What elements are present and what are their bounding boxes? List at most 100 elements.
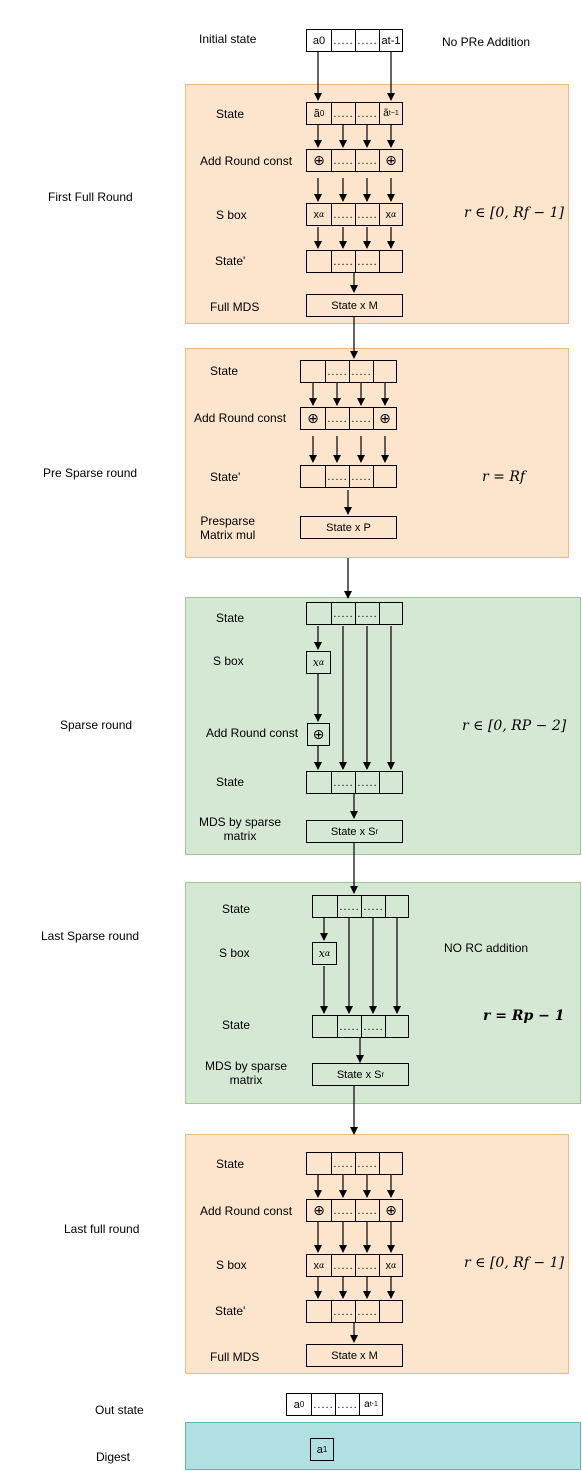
state-prime-label: State' [210,470,241,484]
state-prime-label: State' [215,1304,246,1318]
digest-label: Digest [96,1450,131,1464]
state-label: State [216,1157,245,1171]
state-prime-cell-dots: ..... [331,250,356,273]
state-label: State [222,1018,251,1032]
state-prime-cell [306,1300,332,1323]
state-prime-cell [373,465,397,488]
xor-icon: ⊕ [306,1199,332,1222]
state-label: State [216,107,245,121]
sbox-cell-dots: ..... [355,1254,380,1277]
state-cell-dots: ..... [337,1015,362,1038]
state-prime-cell [300,465,326,488]
state-cell [300,360,326,383]
sparse-round-label: Sparse round [60,718,133,732]
out-state-label: Out state [95,1403,144,1417]
full-mds-box: State x M [306,294,403,317]
state-cell [312,1015,338,1038]
round-range-label: r = Rf [482,469,526,485]
pre-sparse-round-panel [185,348,569,558]
state-label: State [216,611,245,625]
state-cell [312,895,338,918]
sbox-label: S box [213,654,244,668]
add-round-const-label: Add Round const [200,154,293,168]
state-prime-cell [379,1300,403,1323]
round-range-label: r ∈ [0, RP − 2] [462,718,567,734]
add-round-const-label: Add Round const [200,1204,293,1218]
rc-cell-dots: ..... [331,1199,356,1222]
state-cell [306,1152,332,1175]
last-sparse-round-panel [185,882,581,1104]
initial-cell-a0: a0 [306,29,332,52]
sbox-label: S box [216,1258,247,1272]
xor-icon: ⊕ [373,407,397,430]
rc-cell-dots: ..... [355,1199,380,1222]
xor-icon: ⊕ [300,407,326,430]
xor-icon: ⊕ [306,149,332,172]
round-range-label: r ∈ [0, Rf − 1] [464,1255,564,1271]
mds-sparse-label: MDS by sparse matrix [205,1059,288,1087]
state-prime-cell-dots: ..... [355,250,380,273]
sbox-cell-dots: ..... [331,1254,356,1277]
sbox-label: S box [219,946,250,960]
sparse-round-panel [185,597,581,855]
full-mds-label: Full MDS [210,1350,260,1364]
state-cell-dots: ..... [337,895,362,918]
no-rc-addition-label: NO RC addition [444,941,529,955]
state-cell-dots: ..... [361,1015,386,1038]
state-prime-label: State' [215,254,246,268]
round-range-label: r = Rp − 1 [483,1008,565,1024]
initial-cell-dots: ..... [355,29,380,52]
add-round-const-label: Add Round const [206,726,299,740]
state-label: State [216,775,245,789]
digest-panel [185,1422,581,1470]
state-prime-cell [306,250,332,273]
no-pre-addition-label: No PRe Addition [442,35,531,49]
state-prime-cell [379,250,403,273]
state-label: State [222,902,251,916]
rc-cell-dots: ..... [355,149,380,172]
state-cell [385,895,409,918]
state-cell [306,602,332,625]
sbox-cell-dots: ..... [331,203,356,226]
state-cell-dots: ..... [331,1152,356,1175]
state-cell [379,771,403,794]
full-mds-label: Full MDS [210,300,260,314]
state-prime-cell-dots: ..... [331,1300,356,1323]
xor-icon: ⊕ [307,723,330,746]
state-label: State [210,364,239,378]
state-cell-dots: ..... [325,360,350,383]
state-cell-dots: ..... [349,360,374,383]
full-mds-box: State x M [306,1344,403,1367]
sbox-label: S box [216,208,247,222]
initial-cell-at-1: at-1 [379,29,403,52]
sbox-cell-dots: ..... [355,203,380,226]
presparse-label: Presparse Matrix mul [200,514,256,542]
out-cell-dots: ..... [311,1393,336,1416]
initial-state-label: Initial state [199,32,257,46]
rc-cell-dots: ..... [331,149,356,172]
presparse-box: State x P [300,516,397,539]
state-cell [385,1015,409,1038]
state-prime-cell-dots: ..... [355,1300,380,1323]
out-cell-dots: ..... [335,1393,360,1416]
state-cell-dots: ..... [355,102,380,125]
first-full-round-label: First Full Round [48,190,133,204]
state-cell-dots: ..... [361,895,386,918]
mds-sparse-label: MDS by sparse matrix [199,815,282,843]
state-cell [379,1152,403,1175]
state-cell-dots: ..... [355,771,380,794]
